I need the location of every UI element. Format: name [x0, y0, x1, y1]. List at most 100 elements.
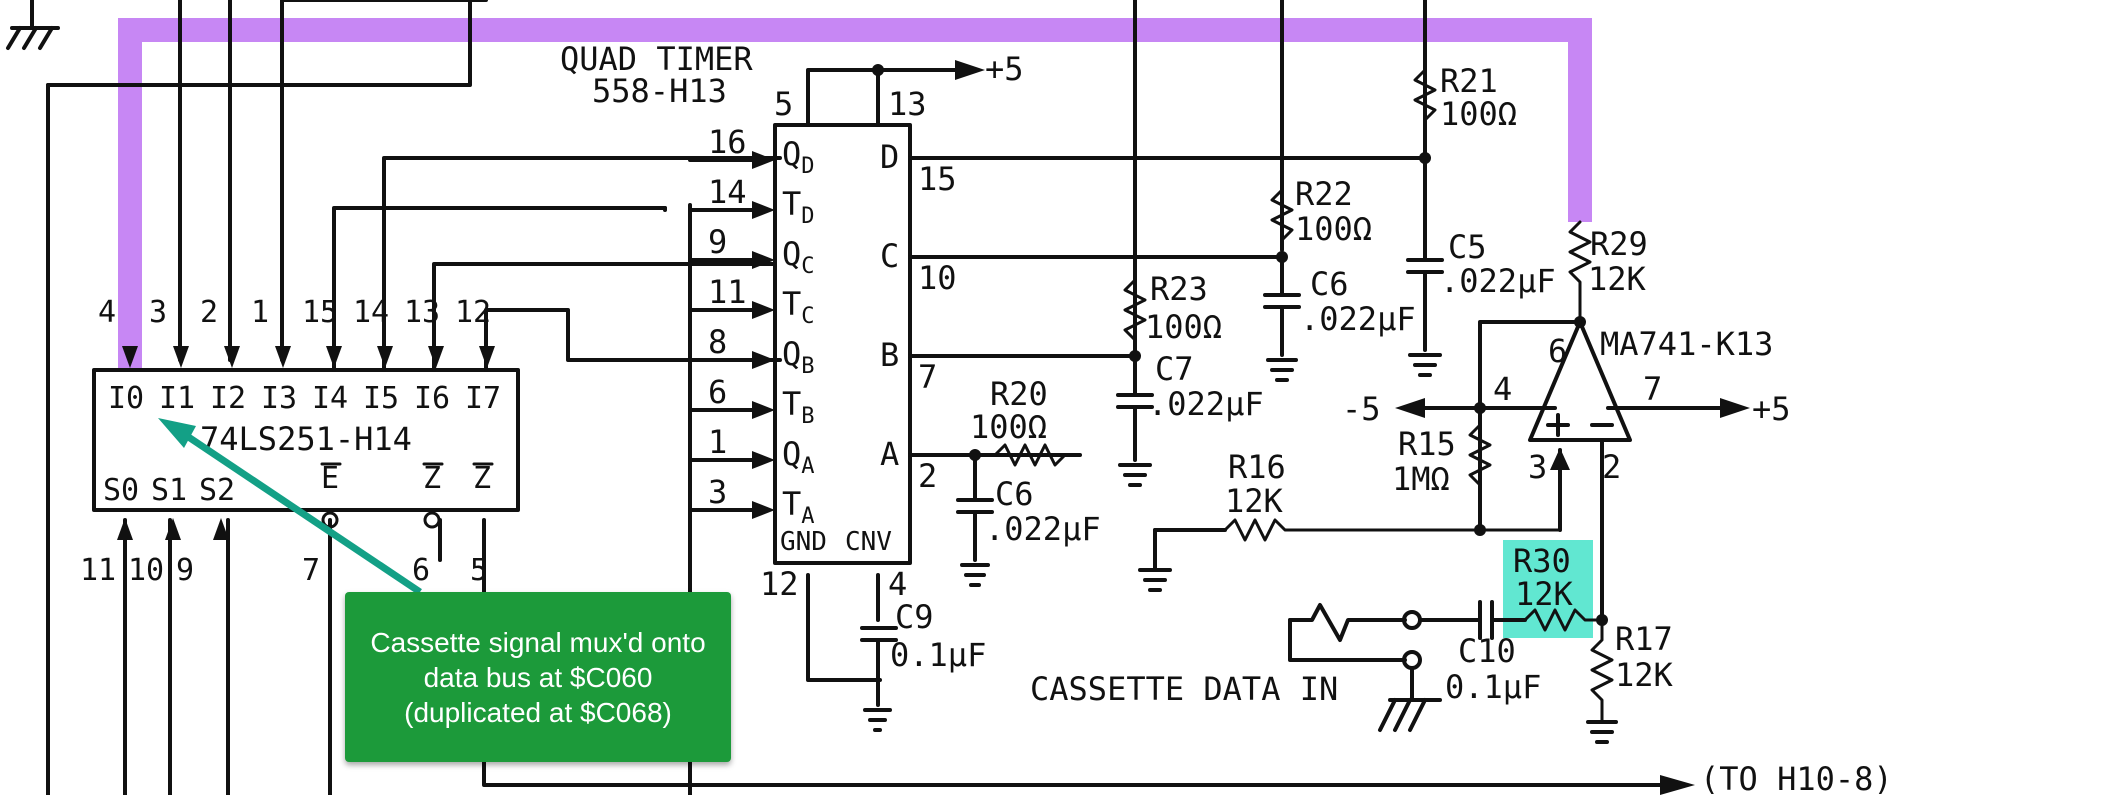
timer-output-pin-3: 2	[918, 457, 937, 495]
svg-text:12K: 12K	[1225, 482, 1284, 520]
timer-input-arrow-1	[752, 201, 775, 219]
svg-text:R30: R30	[1513, 542, 1571, 580]
quad-timer-558: QUAD TIMER 558-H13 QD16TD14QC9TC11QB8TB6…	[560, 40, 957, 565]
timer-input-3: TC	[782, 285, 815, 329]
resistor-r16: R16 12K	[1138, 448, 1562, 592]
resistor-r30: R30 12K	[1513, 542, 1604, 632]
callout-arrow	[158, 418, 422, 595]
timer-input-6: QA	[782, 435, 815, 479]
resistor-r17: R17 12K	[1586, 618, 1674, 744]
timer-input-arrow-0	[752, 151, 775, 169]
mux-input-pin-1: 3	[149, 295, 167, 330]
svg-text:C6: C6	[995, 475, 1034, 513]
svg-text:12K: 12K	[1515, 575, 1574, 613]
mux-enable-0: E	[321, 461, 339, 496]
mux-enable-bubble-1	[423, 511, 441, 529]
svg-text:R16: R16	[1228, 448, 1286, 486]
mux-enable-pin-1: 6	[412, 553, 430, 588]
timer-output-2: B	[880, 336, 899, 374]
capacitor-c10: C10 0.1μF	[1418, 600, 1541, 706]
timer-input-5: TB	[782, 385, 815, 429]
svg-text:C9: C9	[895, 598, 934, 636]
resistor-r20: R20 100Ω	[970, 375, 1082, 467]
timer-title-2: 558-H13	[592, 72, 727, 110]
svg-text:6: 6	[1548, 332, 1567, 370]
mux-enable-pin-0: 7	[302, 553, 320, 588]
resistor-r21: R21 100Ω	[1413, 62, 1517, 160]
svg-text:C7: C7	[1155, 350, 1194, 388]
mux-input-0: I0	[108, 381, 144, 416]
annotation-callout: Cassette signal mux'd onto data bus at $…	[345, 592, 731, 762]
opamp-ma741: MA741-K13 6 4 7 3 2	[1493, 320, 1773, 486]
mux-select-0: S0	[103, 473, 139, 508]
timer-input-0: QD	[782, 135, 815, 179]
timer-output-1: C	[880, 237, 899, 275]
mux-select-pin-0: 11	[80, 553, 116, 588]
svg-text:.022μF: .022μF	[985, 510, 1101, 548]
resistor-r29: R29 12K	[1568, 220, 1648, 324]
svg-text:C6: C6	[1310, 265, 1349, 303]
timer-input-pin-2: 9	[708, 223, 727, 261]
timer-gnd-label: GND	[780, 527, 827, 557]
mux-select-pin-2: 9	[176, 553, 194, 588]
timer-supply-label: +5	[985, 50, 1024, 88]
timer-input-pin-7: 3	[708, 473, 727, 511]
mux-input-7: I7	[465, 381, 501, 416]
svg-text:MA741-K13: MA741-K13	[1600, 325, 1773, 363]
timer-output-0: D	[880, 138, 899, 176]
timer-pin-5: 5	[774, 85, 793, 123]
mux-enable-2: Z	[473, 461, 491, 496]
svg-text:2: 2	[1602, 448, 1621, 486]
svg-text:12K: 12K	[1615, 656, 1674, 694]
svg-text:0.1μF: 0.1μF	[890, 636, 986, 674]
resistor-r15: R15 1MΩ	[1392, 423, 1492, 532]
capacitor-c9: C9 0.1μF	[860, 598, 986, 732]
timer-input-pin-1: 14	[708, 173, 747, 211]
mux-input-arrow-2	[224, 346, 240, 368]
mux-select-2: S2	[199, 473, 235, 508]
mux-select-arrow-1	[165, 518, 181, 540]
mux-input-2: I2	[210, 381, 246, 416]
mux-74ls251: 74LS251-H14 I04I13I22I31I415I514I613I712…	[80, 295, 520, 588]
capacitor-c5: C5 .022μF	[1406, 156, 1556, 377]
svg-text:R22: R22	[1295, 175, 1353, 213]
mux-input-1: I1	[159, 381, 195, 416]
timer-input-1: TD	[782, 185, 815, 229]
timer-pin-13: 13	[888, 85, 927, 123]
svg-text:R17: R17	[1615, 620, 1673, 658]
svg-text:.022μF: .022μF	[1148, 385, 1264, 423]
opamp-pos-supply: +5	[1752, 390, 1791, 428]
timer-output-pin-2: 7	[918, 358, 937, 396]
mux-input-4: I4	[312, 381, 348, 416]
svg-text:R21: R21	[1440, 62, 1498, 100]
cassette-jack	[1288, 603, 1442, 732]
timer-input-arrow-4	[752, 351, 775, 369]
timer-input-pin-3: 11	[708, 273, 747, 311]
timer-input-arrow-6	[752, 451, 775, 469]
timer-input-2: QC	[782, 235, 815, 279]
resistor-r22: R22 100Ω	[1270, 163, 1372, 259]
svg-text:R20: R20	[990, 375, 1048, 413]
svg-text:C5: C5	[1448, 228, 1487, 266]
cassette-data-in-label: CASSETTE DATA IN	[1030, 670, 1338, 708]
timer-title-1: QUAD TIMER	[560, 40, 753, 78]
capacitor-c6-lower: C6 .022μF	[956, 453, 1101, 587]
svg-text:C10: C10	[1458, 632, 1516, 670]
mux-input-arrow-0	[122, 346, 138, 368]
timer-input-arrow-2	[752, 251, 775, 269]
mux-select-1: S1	[151, 473, 187, 508]
svg-text:.022μF: .022μF	[1440, 262, 1556, 300]
mux-input-pin-2: 2	[200, 295, 218, 330]
svg-text:3: 3	[1528, 448, 1547, 486]
timer-input-pin-4: 8	[708, 323, 727, 361]
mux-input-pin-0: 4	[98, 295, 116, 330]
capacitor-c7: C7 .022μF	[1116, 350, 1264, 487]
opamp-neg-supply: -5	[1342, 390, 1381, 428]
mux-input-pin-3: 1	[251, 295, 269, 330]
mux-name: 74LS251-H14	[200, 420, 412, 458]
svg-text:1MΩ: 1MΩ	[1392, 460, 1450, 498]
svg-text:7: 7	[1643, 370, 1662, 408]
timer-input-arrow-7	[752, 501, 775, 519]
svg-text:R29: R29	[1590, 225, 1648, 263]
